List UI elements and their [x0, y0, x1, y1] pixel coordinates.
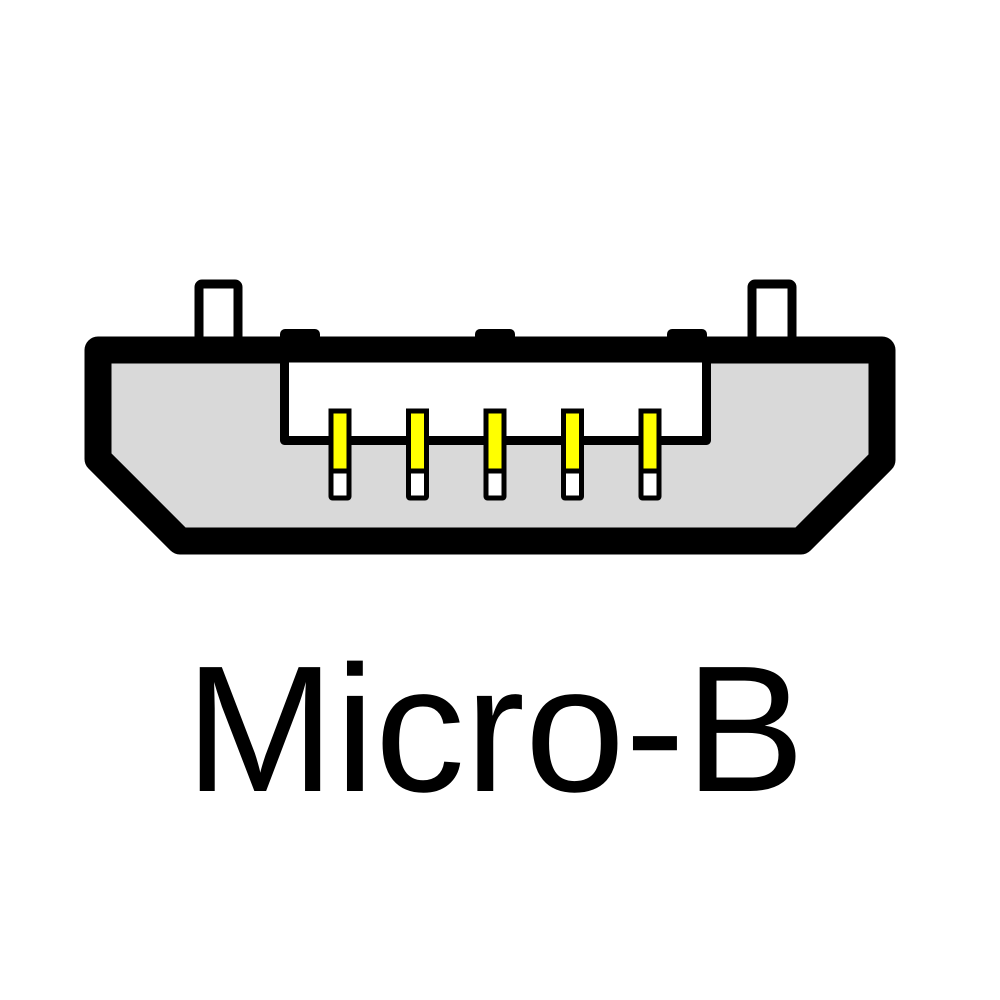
pin-2 [406, 408, 429, 501]
pin-contact [328, 408, 352, 474]
pin-contact [406, 408, 429, 474]
pin-contact [561, 408, 584, 474]
pin-contact [483, 408, 507, 474]
pin-4 [561, 408, 584, 501]
pin-5 [638, 408, 662, 501]
pin-1 [328, 408, 352, 501]
connector-label: Micro-B [185, 629, 805, 830]
pin-contact [638, 408, 662, 474]
socket-opening [280, 353, 711, 445]
pin-3 [483, 408, 507, 501]
pin-group [328, 408, 662, 501]
